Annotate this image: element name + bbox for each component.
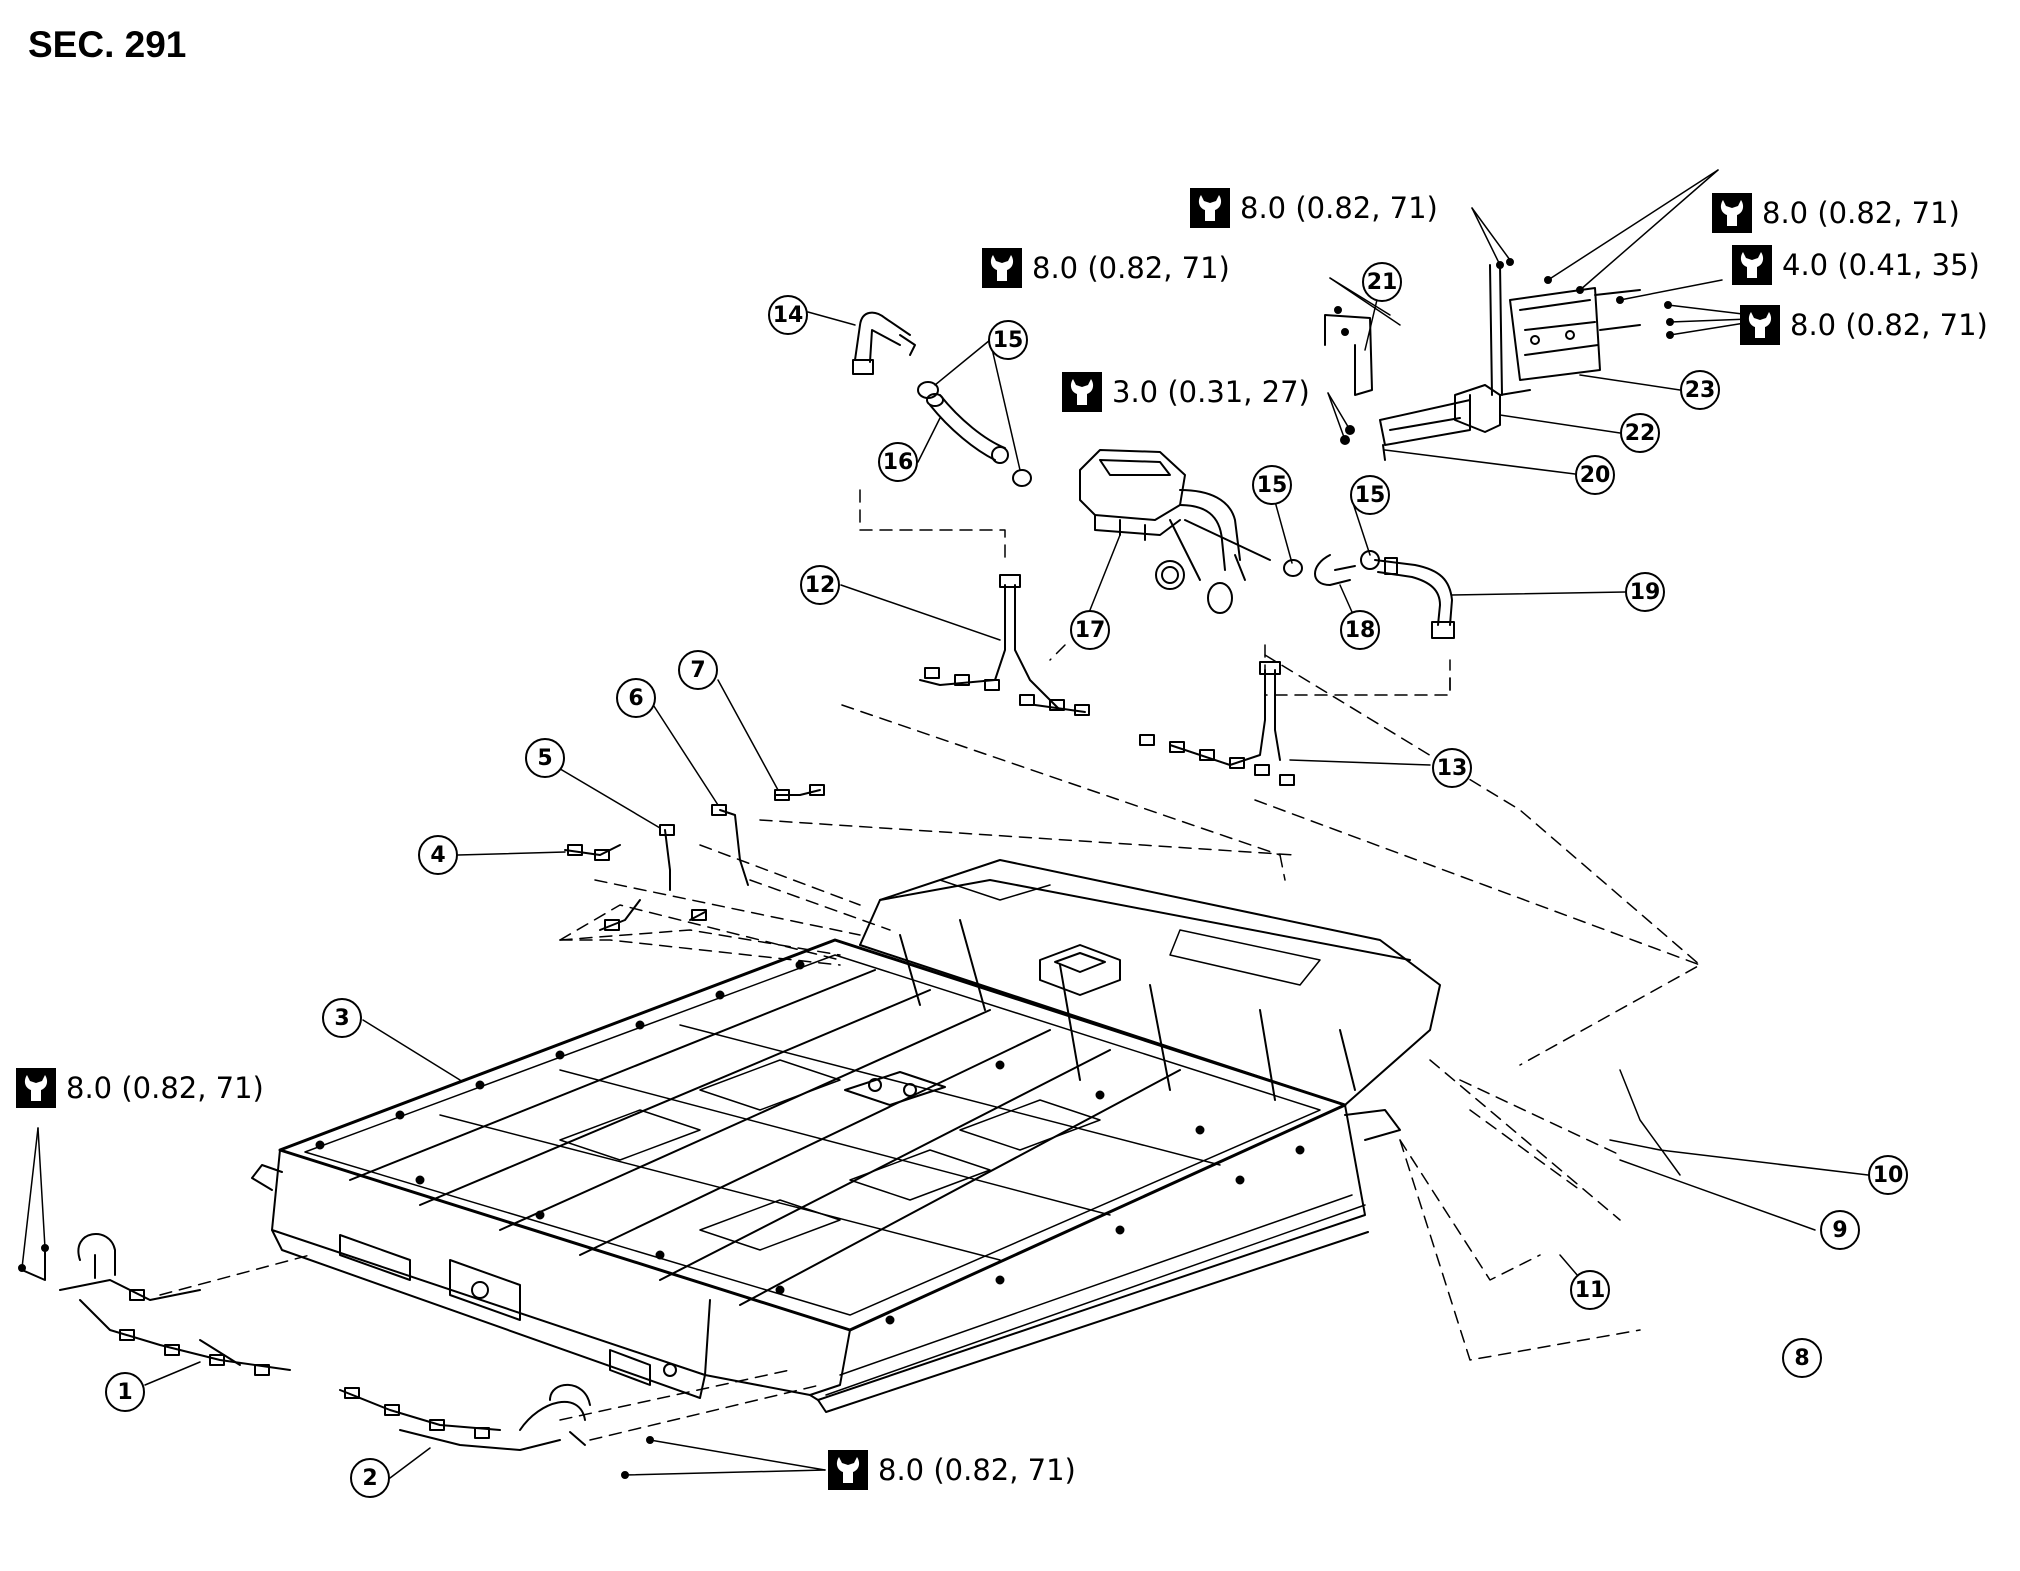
harness-5 [659,824,707,921]
harness-2 [339,1383,591,1451]
callout-15: 15 [1350,475,1390,515]
callout-21: 21 [1362,262,1402,302]
torque-spec: 8.0 (0.82, 71) [1190,188,1438,228]
harness-7 [774,784,825,801]
callout-16: 16 [878,442,918,482]
assembly-guides [159,489,1701,1441]
section-title: SEC. 291 [28,24,187,65]
torque-spec: 4.0 (0.41, 35) [1732,245,1980,285]
callout-22: 22 [1620,413,1660,453]
harness-12 [919,574,1090,716]
harness-6 [711,804,749,886]
bracket-20 [1379,399,1471,461]
torque-spec: 8.0 (0.82, 71) [16,1068,264,1108]
callout-8: 8 [1782,1338,1822,1378]
battery-pack [251,859,1441,1413]
callout-1: 1 [105,1372,145,1412]
callout-14: 14 [768,295,808,335]
torque-spec: 8.0 (0.82, 71) [828,1450,1076,1490]
leader-lines [21,169,1869,1479]
torque-wrench-icon [828,1450,868,1490]
torque-wrench-icon [1062,372,1102,412]
callout-7: 7 [678,650,718,690]
torque-wrench-icon [1732,245,1772,285]
hose-16 [926,393,1009,464]
callout-13: 13 [1432,748,1472,788]
torque-spec: 8.0 (0.82, 71) [982,248,1230,288]
pipe-19 [1374,557,1455,639]
torque-wrench-icon [1740,305,1780,345]
callout-23: 23 [1680,370,1720,410]
callout-10: 10 [1868,1155,1908,1195]
bracket-21 [1324,306,1373,396]
callout-2: 2 [350,1458,390,1498]
callout-18: 18 [1340,610,1380,650]
heater-unit-17 [1079,449,1271,614]
callout-4: 4 [418,835,458,875]
bracket-22 [1454,384,1501,433]
torque-wrench-icon [1712,193,1752,233]
harness-1 [18,1233,291,1376]
callout-15: 15 [1252,465,1292,505]
bracket-23 [1509,287,1641,381]
torque-spec: 8.0 (0.82, 71) [1712,193,1960,233]
torque-spec: 3.0 (0.31, 27) [1062,372,1310,412]
callout-3: 3 [322,998,362,1038]
hose-18 [1314,554,1356,586]
torque-wrench-icon [1190,188,1230,228]
callout-11: 11 [1570,1270,1610,1310]
callout-15: 15 [988,320,1028,360]
callout-20: 20 [1575,455,1615,495]
brace-rods [1489,264,1531,396]
torque-wrench-icon [16,1068,56,1108]
torque-spec: 8.0 (0.82, 71) [1740,305,1988,345]
callout-17: 17 [1070,610,1110,650]
harness-13 [1139,661,1295,786]
torque-wrench-icon [982,248,1022,288]
callout-9: 9 [1820,1210,1860,1250]
callout-12: 12 [800,565,840,605]
callout-5: 5 [525,738,565,778]
callout-6: 6 [616,678,656,718]
callout-19: 19 [1625,572,1665,612]
hose-14 [852,311,916,375]
harness-4 [564,844,641,931]
